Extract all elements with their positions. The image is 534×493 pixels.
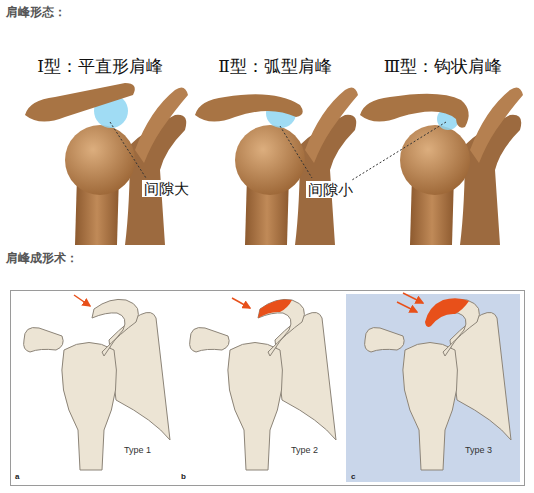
panel-letter: a — [15, 472, 19, 481]
gap-label: 间隙大 — [142, 180, 191, 197]
type1-shoulder — [25, 83, 188, 245]
type-title: Ⅰ型：平直形肩峰 — [37, 57, 163, 77]
type3-acromion — [365, 293, 511, 470]
type-title: Ⅲ型：钩状肩峰 — [384, 57, 502, 77]
type2-acromion — [190, 298, 336, 470]
type-label: Type 1 — [124, 445, 151, 455]
type1-acromion — [24, 295, 170, 470]
panel-letter: c — [351, 472, 355, 481]
panel-letter: b — [181, 472, 186, 481]
type-label: Type 2 — [291, 445, 318, 455]
section-heading: 肩峰成形术： — [6, 252, 78, 266]
type-title: Ⅱ型：弧型肩峰 — [218, 57, 332, 77]
gap-label: 间隙小 — [306, 181, 355, 198]
type3-shoulder — [360, 87, 523, 245]
type2-shoulder — [195, 87, 358, 245]
section-heading: 肩峰形态： — [6, 6, 66, 20]
type-label: Type 3 — [465, 445, 492, 455]
